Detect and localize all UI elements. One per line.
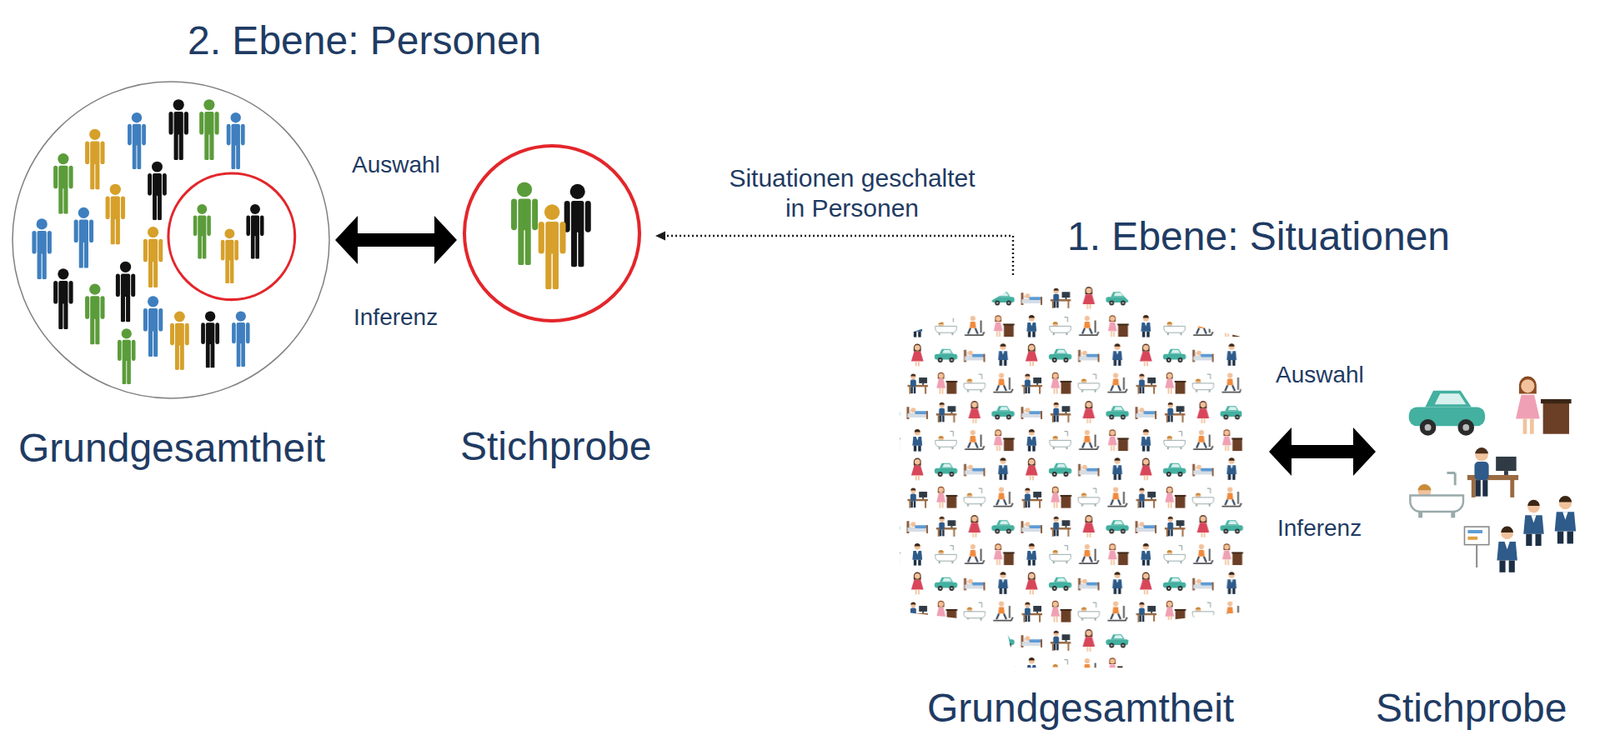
arrow-caption: Inferenz	[1277, 514, 1362, 543]
person-figure	[220, 228, 239, 284]
talking-man	[1554, 496, 1576, 544]
node-label: Grundgesamtheit	[18, 424, 326, 472]
desk-scene	[1467, 447, 1519, 498]
person-figure	[85, 129, 105, 191]
person-figure	[170, 311, 190, 371]
node-label: Stichprobe	[1375, 684, 1567, 733]
connector	[335, 215, 457, 265]
situation-sample	[1409, 376, 1576, 573]
dotted-line	[664, 235, 1014, 276]
kitchen-scene	[1515, 376, 1572, 435]
talking-man	[1523, 500, 1544, 547]
car-scene	[1409, 391, 1485, 437]
person-figure	[538, 204, 567, 290]
node-label: Stichprobe	[460, 422, 652, 471]
selected-persons	[193, 204, 265, 284]
circle-border	[464, 145, 640, 322]
person-figure	[245, 204, 264, 260]
arrow-head	[655, 231, 666, 241]
person-figure	[105, 184, 126, 246]
person-figure	[53, 268, 73, 330]
situation-cloud	[899, 283, 1247, 668]
situation-sample: Stichprobe	[1375, 366, 1596, 733]
edge-label: Situationen geschaltet in Personen	[715, 163, 989, 224]
person-figure	[115, 261, 136, 323]
circle-outline	[456, 141, 656, 471]
connector	[655, 231, 1014, 276]
person-figure	[200, 311, 220, 369]
presenting-man	[1496, 526, 1517, 573]
person-figure	[53, 153, 73, 215]
sample-persons	[511, 181, 592, 290]
edge-label: Auswahl	[348, 150, 444, 180]
node-label: Grundgesamtheit	[927, 684, 1234, 733]
person-figure	[199, 99, 219, 161]
person-figure	[564, 184, 592, 268]
arrow-caption: Inferenz	[353, 303, 438, 332]
bathtub-scene	[1409, 473, 1464, 519]
person-figure	[143, 295, 163, 357]
population-circle: Grundgesamtheit	[8, 80, 336, 472]
level-heading: 1. Ebene: Situationen	[1067, 212, 1450, 261]
person-figure	[143, 226, 163, 288]
circle-outline	[8, 80, 336, 472]
sample-circle: Stichprobe	[456, 141, 656, 471]
double-arrow	[1268, 427, 1376, 477]
selection-ring	[168, 173, 296, 301]
person-figure	[147, 161, 167, 221]
situation-population: Grundgesamtheit	[892, 275, 1269, 733]
person-figure	[31, 218, 51, 280]
person-figure	[168, 99, 188, 161]
person-figure	[117, 328, 136, 385]
connector	[1268, 427, 1376, 477]
edge-label: Auswahl	[1272, 361, 1368, 390]
person-figure	[85, 284, 105, 346]
person-figure	[127, 112, 146, 170]
person-figure	[193, 204, 211, 260]
double-arrow	[335, 215, 457, 265]
level-heading: 2. Ebene: Personen	[187, 16, 542, 66]
person-figure	[511, 181, 538, 266]
person-crowd	[31, 99, 250, 385]
person-figure	[226, 112, 246, 170]
person-figure	[74, 207, 94, 269]
circle-border	[12, 81, 330, 399]
presentation-board	[1464, 526, 1489, 568]
person-figure	[231, 311, 251, 368]
